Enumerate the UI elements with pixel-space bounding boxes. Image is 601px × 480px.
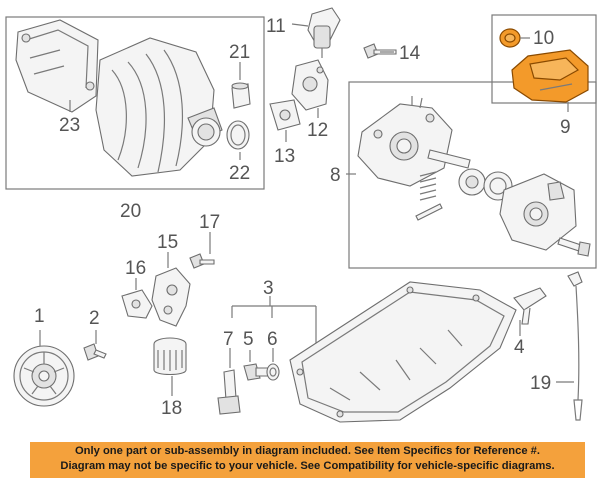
oil-filter-adapter bbox=[151, 267, 191, 327]
callout-5: 5 bbox=[243, 329, 254, 350]
callout-16: 16 bbox=[125, 258, 146, 279]
cover-seal-ring bbox=[499, 28, 521, 48]
leader-3 bbox=[231, 296, 317, 346]
callout-7: 7 bbox=[223, 329, 234, 350]
callout-17: 17 bbox=[199, 212, 220, 233]
callout-4: 4 bbox=[514, 337, 525, 358]
callout-20: 20 bbox=[120, 201, 141, 222]
vacuum-fitting bbox=[231, 82, 251, 109]
disclaimer-line-2: Diagram may not be specific to your vehi… bbox=[60, 460, 555, 472]
callout-11: 11 bbox=[266, 16, 286, 37]
callout-18: 18 bbox=[161, 398, 182, 419]
callout-9: 9 bbox=[560, 117, 571, 138]
oil-level-sensor bbox=[217, 369, 241, 415]
callout-8: 8 bbox=[330, 165, 341, 186]
disclaimer-banner: Only one part or sub-assembly in diagram… bbox=[30, 442, 585, 478]
oil-dipstick bbox=[567, 271, 583, 421]
callout-12: 12 bbox=[307, 120, 328, 141]
callout-6: 6 bbox=[267, 329, 278, 350]
callout-14: 14 bbox=[399, 43, 421, 64]
crankshaft-pulley bbox=[13, 345, 75, 407]
callout-10: 10 bbox=[533, 28, 554, 49]
drain-gasket bbox=[266, 363, 280, 381]
oil-pump-group-box bbox=[348, 81, 597, 269]
pump-bolt bbox=[557, 237, 591, 257]
callout-1: 1 bbox=[34, 306, 45, 327]
callout-2: 2 bbox=[89, 308, 100, 329]
cover-group-box bbox=[491, 14, 597, 104]
disclaimer-line-1: Only one part or sub-assembly in diagram… bbox=[74, 445, 541, 457]
callout-23: 23 bbox=[59, 115, 80, 136]
pulley-bolt bbox=[83, 343, 107, 361]
leader-11 bbox=[291, 23, 309, 27]
callout-13: 13 bbox=[274, 146, 295, 167]
pump-housing bbox=[357, 96, 453, 187]
oil-pan bbox=[289, 281, 517, 423]
filter-bracket bbox=[121, 289, 153, 319]
relief-pin bbox=[415, 203, 443, 221]
drain-plug bbox=[243, 363, 269, 381]
relief-spring bbox=[419, 171, 437, 201]
intake-manifold bbox=[95, 37, 223, 177]
adapter-plate bbox=[269, 99, 301, 131]
valve-bracket bbox=[291, 59, 329, 111]
pump-rotor-inner bbox=[458, 168, 486, 196]
bolt-14 bbox=[363, 43, 397, 59]
manifold-group-box bbox=[5, 16, 265, 190]
relief-plunger bbox=[427, 149, 471, 169]
bolt-17 bbox=[189, 253, 215, 269]
intake-manifold-cover bbox=[15, 19, 99, 113]
oil-filter bbox=[153, 337, 187, 376]
callout-3: 3 bbox=[263, 278, 274, 299]
callout-19: 19 bbox=[530, 373, 551, 394]
oil-strainer bbox=[513, 287, 547, 325]
callout-15: 15 bbox=[157, 232, 178, 253]
chain-cover-highlighted bbox=[511, 49, 589, 103]
callout-21: 21 bbox=[229, 42, 250, 63]
pump-cover bbox=[499, 173, 577, 251]
callout-22: 22 bbox=[229, 163, 250, 184]
manifold-gasket bbox=[226, 120, 250, 150]
oil-control-valve bbox=[307, 7, 341, 58]
